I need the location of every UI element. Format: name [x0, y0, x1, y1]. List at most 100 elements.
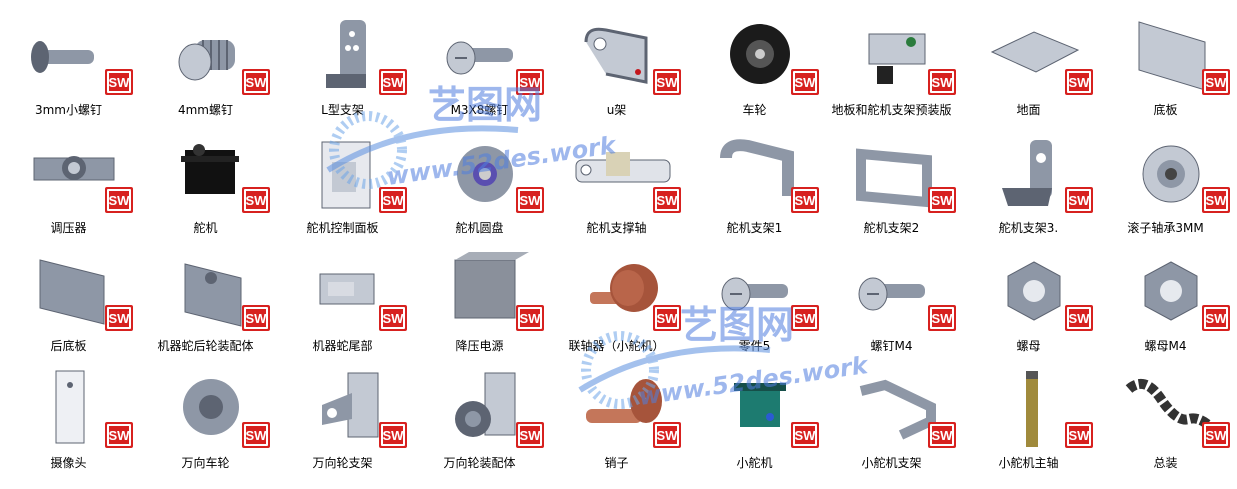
svg-text:SW: SW	[1069, 75, 1091, 90]
solidworks-badge-icon: SW	[927, 186, 957, 214]
shaft-icon: SW	[978, 365, 1093, 453]
file-item[interactable]: SW 舵机支架3.	[960, 124, 1097, 246]
solidworks-badge-icon: SW	[515, 186, 545, 214]
file-name-label: 滚子轴承3MM	[1127, 221, 1204, 235]
file-name-label: u架	[606, 103, 627, 117]
file-item[interactable]: SW 舵机支撑轴	[548, 124, 685, 246]
small-bracket-icon: SW	[841, 365, 956, 453]
file-item[interactable]: SW 调压器	[0, 124, 137, 246]
file-name-label: 小舵机	[736, 456, 773, 470]
pin-icon: SW	[566, 365, 681, 453]
file-name-label: 总装	[1153, 456, 1178, 470]
file-item[interactable]: SW 螺钉M4	[823, 242, 960, 364]
file-name-label: 销子	[604, 456, 629, 470]
u-bracket-icon: SW	[566, 12, 681, 100]
assembly-icon: SW	[841, 12, 956, 100]
svg-text:SW: SW	[932, 428, 954, 443]
file-item[interactable]: SW 总装	[1097, 359, 1234, 481]
solidworks-badge-icon: SW	[378, 186, 408, 214]
svg-text:SW: SW	[1069, 428, 1091, 443]
svg-text:SW: SW	[383, 193, 405, 208]
solidworks-badge-icon: SW	[1064, 68, 1094, 96]
svg-text:SW: SW	[383, 311, 405, 326]
svg-text:SW: SW	[1206, 311, 1228, 326]
solidworks-badge-icon: SW	[104, 186, 134, 214]
svg-text:SW: SW	[1069, 311, 1091, 326]
svg-text:SW: SW	[795, 311, 817, 326]
file-item[interactable]: SW 地板和舵机支架预装版	[823, 6, 960, 128]
caster-wheel-icon: SW	[155, 365, 270, 453]
regulator-icon: SW	[18, 130, 133, 218]
svg-text:SW: SW	[657, 193, 679, 208]
file-name-label: 万向车轮	[181, 456, 230, 470]
file-item[interactable]: SW 万向车轮	[137, 359, 274, 481]
svg-text:SW: SW	[109, 428, 131, 443]
solidworks-badge-icon: SW	[1064, 421, 1094, 449]
svg-text:SW: SW	[383, 428, 405, 443]
solidworks-badge-icon: SW	[515, 421, 545, 449]
solidworks-badge-icon: SW	[1201, 421, 1231, 449]
chain-assembly-icon: SW	[1115, 365, 1230, 453]
solidworks-badge-icon: SW	[790, 421, 820, 449]
solidworks-badge-icon: SW	[104, 304, 134, 332]
file-name-label: 舵机圆盘	[455, 221, 504, 235]
solidworks-badge-icon: SW	[241, 68, 271, 96]
svg-text:SW: SW	[520, 75, 542, 90]
file-name-label: 万向轮支架	[312, 456, 373, 470]
wheel-icon: SW	[704, 12, 819, 100]
svg-text:SW: SW	[1206, 75, 1228, 90]
svg-text:SW: SW	[932, 311, 954, 326]
svg-text:SW: SW	[1206, 428, 1228, 443]
file-item[interactable]: SW 销子	[548, 359, 685, 481]
svg-text:SW: SW	[246, 311, 268, 326]
file-item[interactable]: SW 小舵机	[686, 359, 823, 481]
slotted-screw-icon: SW	[429, 12, 544, 100]
solidworks-badge-icon: SW	[1201, 304, 1231, 332]
file-item[interactable]: SW 舵机圆盘	[411, 124, 548, 246]
file-name-label: 地板和舵机支架预装版	[831, 103, 952, 117]
file-name-label: 舵机支撑轴	[586, 221, 647, 235]
solidworks-badge-icon: SW	[241, 421, 271, 449]
file-name-label: 舵机支架3.	[998, 221, 1059, 235]
svg-text:SW: SW	[1206, 193, 1228, 208]
solidworks-badge-icon: SW	[378, 68, 408, 96]
file-name-label: 螺钉M4	[870, 339, 913, 353]
l-bracket-icon: SW	[292, 12, 407, 100]
file-name-label: 调压器	[50, 221, 87, 235]
file-name-label: 降压电源	[455, 339, 504, 353]
file-item[interactable]: SW u架	[548, 6, 685, 128]
solidworks-badge-icon: SW	[1064, 186, 1094, 214]
servo-disc-icon: SW	[429, 130, 544, 218]
file-name-label: L型支架	[321, 103, 364, 117]
solidworks-badge-icon: SW	[927, 304, 957, 332]
svg-text:SW: SW	[657, 311, 679, 326]
file-item[interactable]: SW 万向轮支架	[274, 359, 411, 481]
solidworks-badge-icon: SW	[515, 68, 545, 96]
solidworks-badge-icon: SW	[790, 186, 820, 214]
file-item[interactable]: SW L型支架	[274, 6, 411, 128]
rear-wheel-assembly-icon: SW	[155, 248, 270, 336]
